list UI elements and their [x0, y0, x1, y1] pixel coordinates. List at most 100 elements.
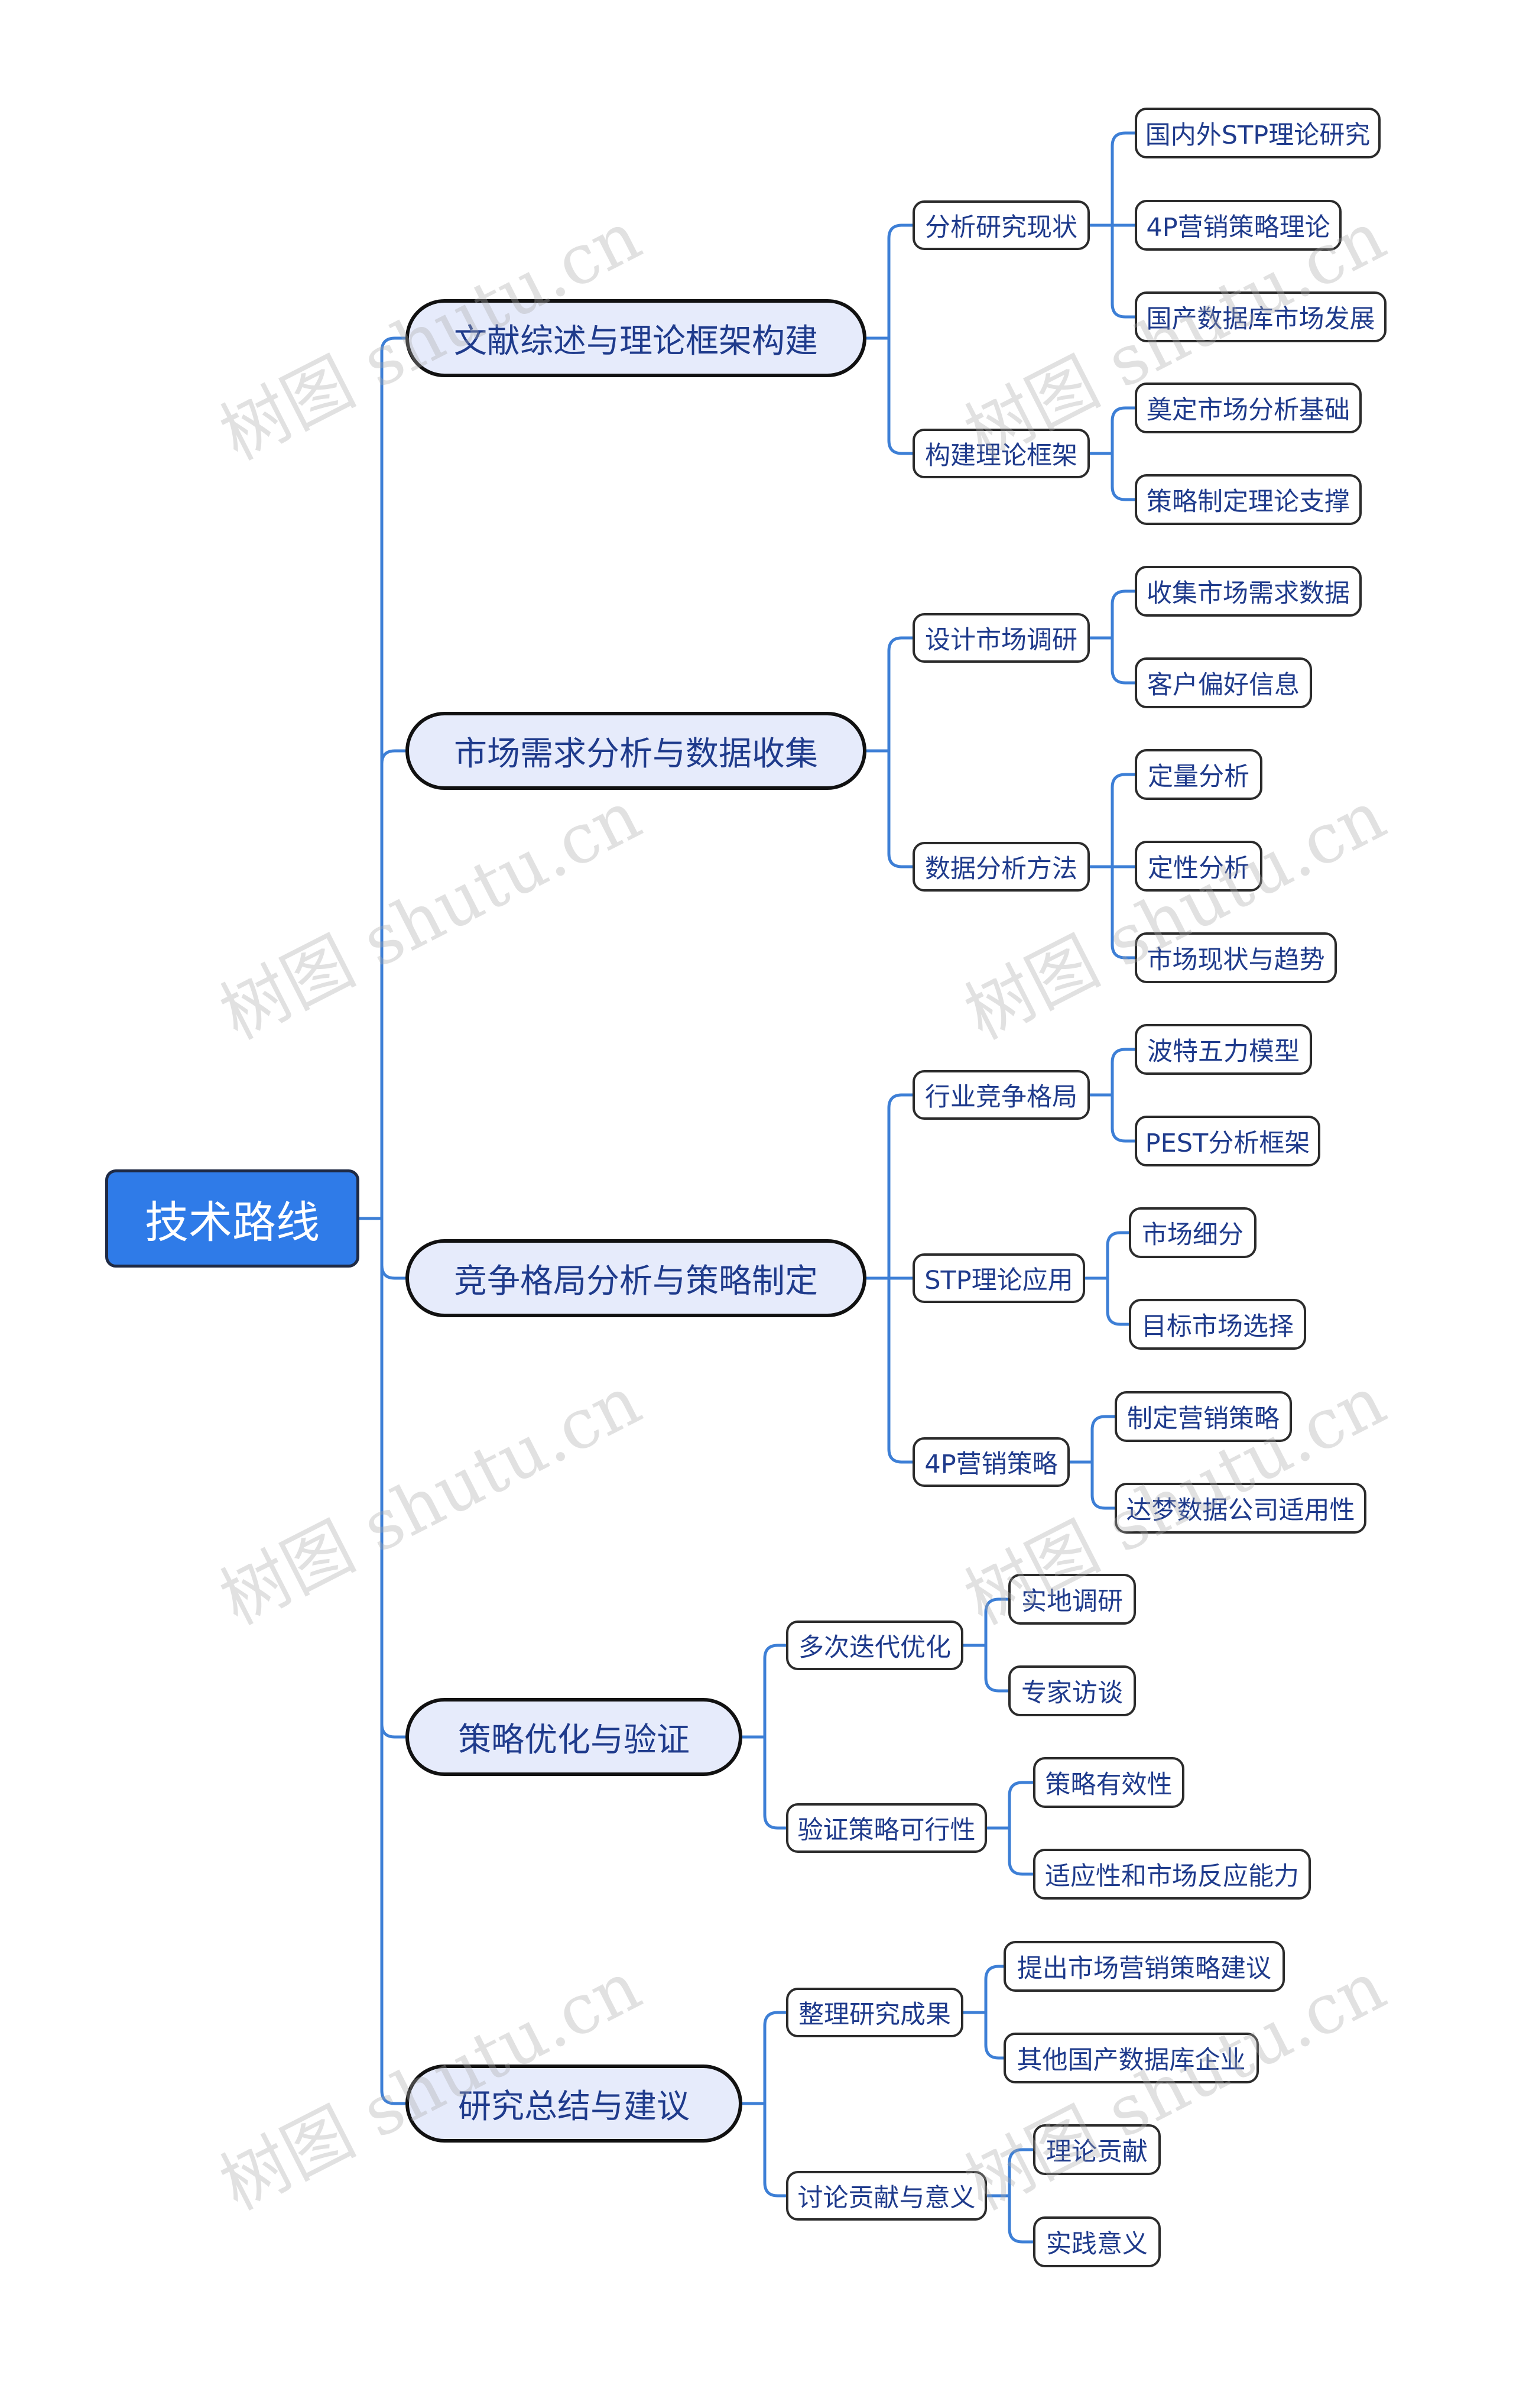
subtopic-node-label: 实地调研 [1021, 1587, 1123, 1616]
subtopic-node[interactable]: 市场细分 [1129, 1207, 1256, 1258]
connector [987, 1781, 1033, 1876]
subtopic-node-label: 适应性和市场反应能力 [1045, 1862, 1299, 1891]
branch-node-label: 市场需求分析与数据收集 [454, 734, 818, 773]
subtopic-node-label: 市场细分 [1142, 1220, 1243, 1250]
subtopic-node-label: 提出市场营销策略建议 [1017, 1954, 1271, 1984]
topic-node[interactable]: 设计市场调研 [913, 613, 1090, 663]
subtopic-node-label: 收集市场需求数据 [1147, 579, 1350, 608]
subtopic-node[interactable]: 策略有效性 [1033, 1757, 1184, 1808]
connector [1090, 406, 1135, 501]
subtopic-node[interactable]: 波特五力模型 [1135, 1024, 1312, 1075]
subtopic-node[interactable]: 达梦数据公司适用性 [1115, 1483, 1366, 1534]
topic-node-label: 整理研究成果 [798, 2000, 951, 2030]
topic-node[interactable]: 数据分析方法 [913, 842, 1090, 892]
subtopic-node[interactable]: 奠定市场分析基础 [1135, 383, 1362, 433]
subtopic-node[interactable]: 实地调研 [1008, 1574, 1136, 1625]
connector [1085, 1231, 1129, 1326]
branch-node[interactable]: 文献综述与理论框架构建 [405, 299, 866, 377]
subtopic-node[interactable]: 专家访谈 [1008, 1665, 1136, 1716]
subtopic-node-label: 奠定市场分析基础 [1147, 396, 1350, 425]
connector [742, 2011, 786, 2198]
topic-node-label: 多次迭代优化 [798, 1633, 951, 1662]
subtopic-node[interactable]: 制定营销策略 [1115, 1391, 1292, 1442]
root-node[interactable]: 技术路线 [105, 1169, 359, 1268]
subtopic-node[interactable]: 4P营销策略理论 [1135, 200, 1342, 251]
topic-node-label: 行业竞争格局 [925, 1083, 1077, 1112]
subtopic-node[interactable]: 目标市场选择 [1129, 1299, 1306, 1350]
subtopic-node[interactable]: 收集市场需求数据 [1135, 566, 1362, 617]
subtopic-node[interactable]: 实践意义 [1033, 2216, 1161, 2267]
subtopic-node[interactable]: 提出市场营销策略建议 [1004, 1941, 1285, 1992]
subtopic-node[interactable]: 其他国产数据库企业 [1004, 2033, 1259, 2083]
connector [866, 1093, 913, 1464]
subtopic-node[interactable]: 定量分析 [1135, 749, 1262, 800]
subtopic-node-label: 策略有效性 [1045, 1770, 1173, 1800]
subtopic-node-label: 定量分析 [1148, 762, 1249, 792]
subtopic-node-label: 市场现状与趋势 [1147, 945, 1325, 975]
topic-node[interactable]: 分析研究现状 [913, 200, 1090, 250]
subtopic-node-label: 专家访谈 [1021, 1678, 1123, 1708]
subtopic-node[interactable]: 国产数据库市场发展 [1135, 291, 1387, 342]
connector [866, 223, 913, 455]
subtopic-node-label: 定性分析 [1148, 854, 1249, 883]
subtopic-node[interactable]: 定性分析 [1135, 841, 1262, 892]
connector [1090, 589, 1135, 685]
branch-node[interactable]: 策略优化与验证 [405, 1698, 742, 1776]
subtopic-node-label: 客户偏好信息 [1147, 670, 1300, 700]
subtopic-node-label: 制定营销策略 [1127, 1404, 1280, 1434]
subtopic-node-label: PEST分析框架 [1145, 1129, 1310, 1158]
subtopic-node-label: 4P营销策略理论 [1146, 213, 1330, 242]
connector [359, 336, 405, 2105]
topic-node[interactable]: 行业竞争格局 [913, 1070, 1090, 1120]
subtopic-node[interactable]: 国内外STP理论研究 [1135, 108, 1381, 158]
subtopic-node[interactable]: 策略制定理论支撑 [1135, 474, 1362, 525]
branch-node-label: 文献综述与理论框架构建 [454, 322, 818, 361]
connector [742, 1644, 786, 1830]
connector [1070, 1415, 1115, 1510]
topic-node[interactable]: 多次迭代优化 [786, 1621, 963, 1670]
topic-node[interactable]: 4P营销策略 [913, 1437, 1070, 1487]
topic-node[interactable]: STP理论应用 [913, 1253, 1085, 1303]
topic-node-label: 构建理论框架 [925, 441, 1077, 471]
connector [1090, 773, 1135, 960]
connector [1090, 131, 1135, 319]
subtopic-node-label: 理论贡献 [1046, 2137, 1148, 2167]
topic-node[interactable]: 整理研究成果 [786, 1988, 963, 2037]
connector [987, 2148, 1033, 2244]
root-node-label: 技术路线 [145, 1197, 320, 1248]
subtopic-node-label: 国产数据库市场发展 [1146, 304, 1375, 334]
subtopic-node-label: 国内外STP理论研究 [1145, 121, 1371, 150]
subtopic-node[interactable]: 适应性和市场反应能力 [1033, 1849, 1311, 1900]
branch-node[interactable]: 竞争格局分析与策略制定 [405, 1239, 866, 1317]
connector [866, 636, 913, 868]
subtopic-node-label: 其他国产数据库企业 [1017, 2046, 1246, 2075]
topic-node[interactable]: 讨论贡献与意义 [786, 2171, 987, 2221]
subtopic-node-label: 达梦数据公司适用性 [1126, 1496, 1355, 1525]
topic-node-label: 验证策略可行性 [797, 1816, 976, 1845]
subtopic-node-label: 实践意义 [1046, 2229, 1148, 2259]
connector [963, 1597, 1008, 1693]
topic-node-label: 4P营销策略 [924, 1450, 1058, 1479]
topic-node-label: STP理论应用 [924, 1266, 1073, 1295]
topic-node-label: 讨论贡献与意义 [797, 2183, 976, 2213]
branch-node-label: 研究总结与建议 [458, 2087, 690, 2126]
subtopic-node[interactable]: 理论贡献 [1033, 2124, 1161, 2175]
branch-node-label: 竞争格局分析与策略制定 [454, 1262, 818, 1301]
branch-node[interactable]: 市场需求分析与数据收集 [405, 712, 866, 790]
topic-node-label: 数据分析方法 [925, 854, 1077, 884]
topic-node[interactable]: 构建理论框架 [913, 429, 1090, 478]
subtopic-node[interactable]: 市场现状与趋势 [1135, 932, 1337, 983]
subtopic-node[interactable]: PEST分析框架 [1135, 1116, 1320, 1166]
topic-node-label: 分析研究现状 [925, 213, 1077, 242]
subtopic-node-label: 波特五力模型 [1147, 1037, 1300, 1067]
subtopic-node-label: 目标市场选择 [1141, 1312, 1294, 1341]
branch-node-label: 策略优化与验证 [458, 1720, 690, 1759]
topic-node[interactable]: 验证策略可行性 [786, 1803, 987, 1853]
connector [1090, 1048, 1135, 1143]
branch-node[interactable]: 研究总结与建议 [405, 2065, 742, 2143]
subtopic-node-label: 策略制定理论支撑 [1147, 487, 1350, 517]
connector [963, 1965, 1004, 2060]
subtopic-node[interactable]: 客户偏好信息 [1135, 657, 1312, 708]
